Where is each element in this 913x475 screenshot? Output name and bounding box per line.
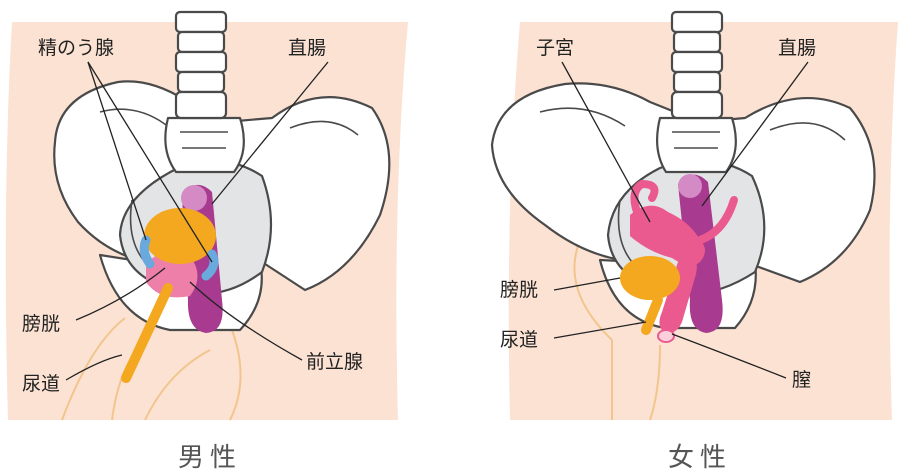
label-male-rectum: 直腸 (288, 37, 326, 59)
female-caption: 女性 (668, 443, 732, 473)
female-rectum-highlight (678, 174, 702, 198)
female-spine (672, 12, 722, 118)
label-uterus: 子宮 (536, 37, 574, 59)
male-caption: 男性 (178, 443, 242, 473)
label-male-bladder: 膀胱 (22, 313, 60, 335)
label-prostate: 前立腺 (306, 351, 363, 373)
female-panel: 子宮 直腸 膀胱 尿道 膣 女性 (492, 12, 898, 473)
label-vagina: 膣 (792, 369, 811, 391)
male-bladder (144, 208, 216, 264)
label-female-bladder: 膀胱 (500, 279, 538, 301)
female-vaginal-opening (658, 330, 674, 342)
label-female-rectum: 直腸 (778, 37, 816, 59)
female-bladder (620, 256, 680, 300)
male-spine (176, 12, 226, 118)
male-panel: 精のう腺 直腸 膀胱 尿道 前立腺 男性 (6, 12, 408, 473)
male-rectum-highlight (181, 185, 207, 211)
label-seminal-vesicle: 精のう腺 (38, 37, 114, 59)
label-female-urethra: 尿道 (500, 329, 538, 351)
label-male-urethra: 尿道 (22, 373, 60, 395)
